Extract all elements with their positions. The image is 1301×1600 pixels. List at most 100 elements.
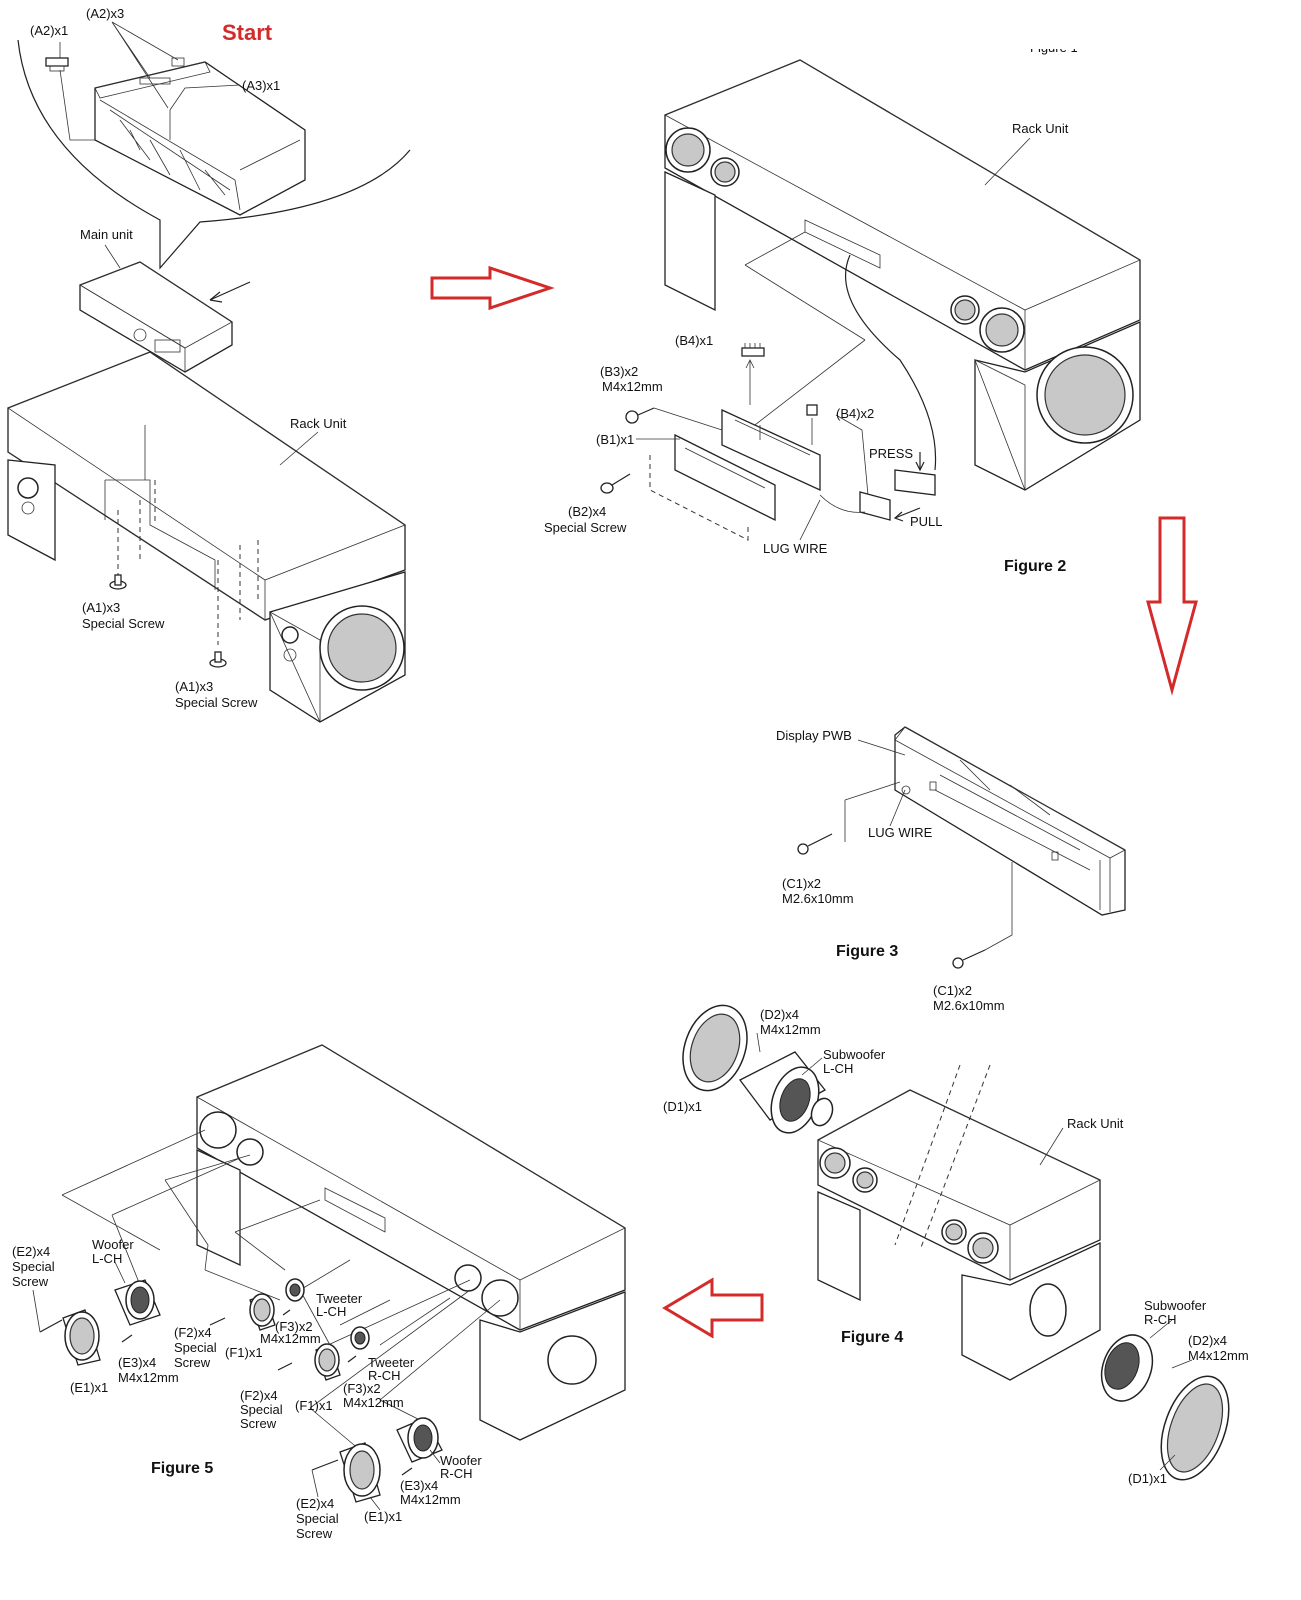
label-e2-left-3: Screw (12, 1274, 49, 1289)
label-main-unit: Main unit (80, 227, 133, 242)
figure-4-title: Figure 4 (841, 1329, 903, 1346)
label-woofer-l-2: L-CH (92, 1251, 122, 1266)
rack-unit-fig1-leader (279, 431, 319, 466)
label-f3-top-size: M4x12mm (260, 1331, 321, 1346)
label-a1-right-code: (A1)x3 (175, 679, 213, 694)
e3-screw-right-icon (401, 1467, 413, 1476)
label-f3-top-code: (F3)x2 (275, 1319, 313, 1334)
label-e3-right-code: (E3)x4 (400, 1478, 438, 1493)
label-f2-bottom-2: Special (240, 1402, 283, 1417)
break-lines (894, 1064, 991, 1251)
label-f2-top-3: Screw (174, 1355, 211, 1370)
e2-screw-bottom-icon (311, 1459, 339, 1471)
d1-grille-bottom (1160, 1375, 1230, 1481)
label-woofer-r-1: Woofer (440, 1453, 482, 1468)
fig5-left-label-leaders (32, 1261, 126, 1333)
b4x2-connector-icon (806, 404, 818, 416)
lug-wire-terminal-icon (901, 785, 911, 795)
next-step-arrow-down-icon (1146, 516, 1198, 696)
b3-leader (653, 407, 723, 431)
rack-unit-fig1 (7, 351, 406, 723)
f1-tweeter-top (249, 1293, 276, 1331)
main-unit-body (79, 261, 233, 373)
b4x1-arrowhead (745, 359, 755, 369)
label-e2-bottom-3: Screw (296, 1526, 333, 1541)
label-e3-left-code: (E3)x4 (118, 1355, 156, 1370)
label-b3-code: (B3)x2 (600, 364, 638, 379)
display-pwb-leader (857, 739, 906, 756)
woofer-l-ch (114, 1279, 161, 1326)
label-b4x2: (B4)x2 (836, 406, 874, 421)
label-sub-l-2: L-CH (823, 1061, 853, 1076)
figure-3: Display PWB LUG WIRE (C1)x2 M2.6x10mm Fi… (776, 726, 1126, 1013)
fig5-leader-lines (61, 1129, 501, 1451)
figure-5-title: Figure 5 (151, 1460, 213, 1477)
figure-4: (D2)x4 M4x12mm Subwoofer L-CH (D1)x1 Rac… (663, 1004, 1249, 1486)
a2x1-leader (59, 42, 95, 141)
label-f2-bottom-3: Screw (240, 1416, 277, 1431)
label-b3-size: M4x12mm (602, 379, 663, 394)
label-display-pwb: Display PWB (776, 728, 852, 743)
e2-screw-left-icon (39, 1319, 63, 1333)
label-e1-bottom: (E1)x1 (364, 1509, 402, 1524)
label-tweeter-l-2: L-CH (316, 1304, 346, 1319)
label-tweeter-r-1: Tweeter (368, 1355, 415, 1370)
label-b1x1: (B1)x1 (596, 432, 634, 447)
label-rack-unit-fig2: Rack Unit (1012, 121, 1069, 136)
panel-outline-dash (649, 455, 749, 541)
figure-2-title: Figure 2 (1004, 558, 1066, 575)
label-f3-bottom-size: M4x12mm (343, 1395, 404, 1410)
label-f3-bottom-code: (F3)x2 (343, 1381, 381, 1396)
label-c1-left-code: (C1)x2 (782, 876, 821, 891)
fig4-bottom-leaders (1149, 1319, 1193, 1471)
label-b2-desc: Special Screw (544, 520, 627, 535)
label-c1-left-size: M2.6x10mm (782, 891, 854, 906)
c1-right-guide (984, 862, 1013, 951)
label-a2x1: (A2)x1 (30, 23, 68, 38)
f2-f3-screw-top-icons (209, 1309, 291, 1326)
f1-tweeter-bottom (314, 1343, 341, 1381)
label-e2-left-1: (E2)x4 (12, 1244, 50, 1259)
lug-wire-fig3-leader (889, 789, 906, 827)
screw-guide-lines (117, 480, 259, 645)
label-f1-top: (F1)x1 (225, 1345, 263, 1360)
label-rack-unit-fig1: Rack Unit (290, 416, 347, 431)
zoom-callout-arc (17, 39, 411, 270)
b4x1-connector-icon (741, 343, 765, 357)
fig5-bottom-label-leaders (311, 1449, 441, 1511)
label-f2-top-1: (F2)x4 (174, 1325, 212, 1340)
subwoofer-r-ch (1100, 1334, 1154, 1402)
figure-2: Rack Unit (B4)x1 (B3)x2 M4x12mm (B1)x1 (… (544, 59, 1141, 575)
c1-left-guide (844, 781, 901, 842)
woofer-r-ch (396, 1417, 443, 1463)
label-e3-left-size: M4x12mm (118, 1370, 179, 1385)
d2-top-leader (756, 1032, 761, 1053)
e1-grille-bottom (339, 1442, 381, 1503)
next-step-arrow-left-icon (662, 1277, 764, 1339)
label-rack-unit-fig4: Rack Unit (1067, 1116, 1124, 1131)
next-step-arrow-right-icon (430, 265, 555, 311)
e1-grille-left (62, 1309, 101, 1366)
main-unit-leader (104, 244, 121, 269)
main-unit-insert-arrow (209, 281, 251, 301)
figure-1-partial-title: Figure 1 (1030, 40, 1078, 55)
a2-connector-icon (45, 57, 69, 72)
lug-wire-leader (799, 499, 821, 541)
a1-screw-left (109, 574, 127, 590)
figure-5: (E2)x4 Special Screw Woofer L-CH (E3)x4 … (12, 1044, 626, 1541)
label-d2-bottom-size: M4x12mm (1188, 1348, 1249, 1363)
b3-screw-icon (625, 407, 655, 424)
press-pull-connector-icon (819, 452, 936, 522)
sub-l-leader (801, 1057, 823, 1076)
pwb-extension-line (741, 339, 866, 436)
subwoofer-l-ch (739, 1051, 834, 1134)
label-b4x1: (B4)x1 (675, 333, 713, 348)
b4x2-leader (835, 414, 869, 496)
label-c1-right-code: (C1)x2 (933, 983, 972, 998)
label-tweeter-l-1: Tweeter (316, 1291, 363, 1306)
label-e2-left-2: Special (12, 1259, 55, 1274)
label-press: PRESS (869, 446, 913, 461)
label-f2-bottom-1: (F2)x4 (240, 1388, 278, 1403)
label-e2-bottom-1: (E2)x4 (296, 1496, 334, 1511)
